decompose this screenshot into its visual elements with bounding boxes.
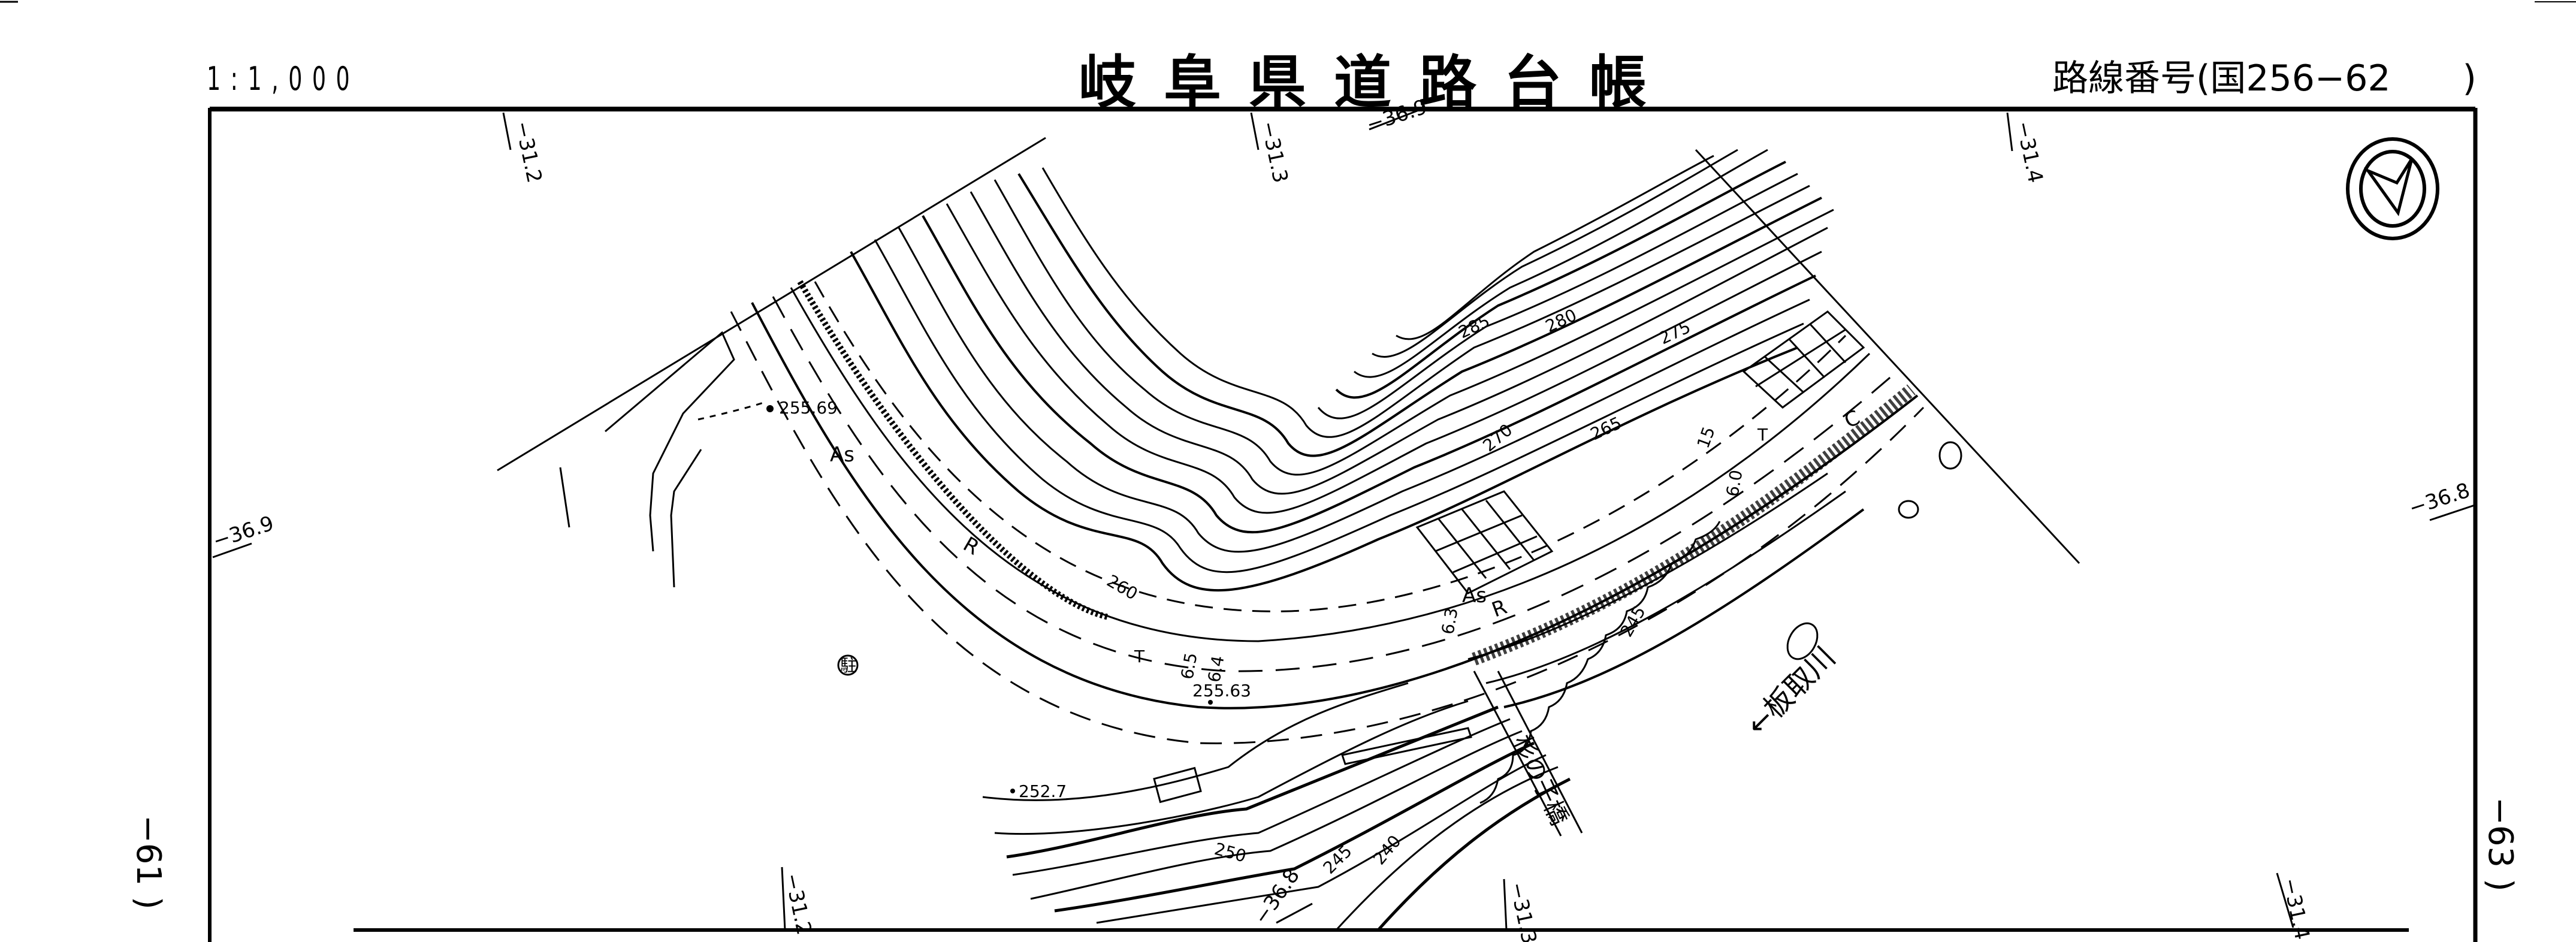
road-label: R: [1488, 595, 1510, 623]
contour-label: 280: [1542, 305, 1580, 336]
north-arrow-icon: [2346, 137, 2439, 240]
boundary-lines: [497, 137, 2080, 588]
grid-label-right: −36.8: [2406, 478, 2472, 520]
marker-label: T: [1134, 647, 1145, 666]
surface-label: As: [830, 443, 854, 467]
parking-symbol-icon: 駐: [837, 654, 859, 676]
place-labels: 杉の子橋 ←板取川: [1508, 641, 1842, 830]
spot-height: 252.7: [1019, 781, 1067, 801]
contour-label: 250: [1212, 839, 1248, 866]
retaining-walls: [1153, 310, 1865, 804]
bridge-sugi-no-ko: [1341, 671, 1583, 837]
contour-labels: 285 280 275 270 265 260 250 245 245 240: [1104, 305, 1694, 878]
marker-label: T: [1757, 425, 1768, 445]
contour-label: 275: [1656, 317, 1693, 348]
grid-label-bottom: −31.4: [2278, 876, 2314, 942]
contour-label: 260: [1104, 570, 1141, 603]
contour-label: 240: [1369, 831, 1405, 868]
contours-upper: [850, 149, 1834, 592]
width-label: 6.0: [1722, 469, 1746, 499]
grid-labels: −31.2 −31.3 −36.9 −31.4 −36.9 −36.8 −31.…: [210, 95, 2472, 942]
width-label: 6.4: [1204, 654, 1228, 684]
contour-label: 285: [1455, 311, 1493, 342]
river-bank: [1479, 441, 1962, 804]
contours-lower: [982, 472, 1865, 931]
contour-label: 265: [1587, 413, 1624, 444]
map-scale: 1:1,000: [207, 60, 360, 98]
page-title: 岐阜県道路台帳: [1079, 49, 1674, 116]
parking-label: 駐: [840, 656, 857, 675]
width-label: 6.5: [1177, 651, 1201, 681]
grid-label-top: −31.4: [2011, 119, 2047, 185]
width-label: 6.3: [1438, 606, 1461, 636]
grid-label-bottom: −31.3: [1505, 880, 1541, 942]
grid-label-top: −31.2: [510, 119, 546, 185]
contour-label: 245: [1319, 841, 1356, 878]
road-label: R: [959, 532, 983, 560]
route-number: 路線番号(国256−62 ): [2052, 58, 2477, 99]
surface-label: As: [1462, 584, 1487, 608]
spot-height: 255.63: [1192, 681, 1251, 701]
grid-label-top: −31.3: [1256, 119, 1292, 185]
spot-height: 255.69: [779, 398, 838, 418]
grid-ticks: [212, 108, 2475, 931]
bridge-label: 杉の子橋: [1508, 731, 1573, 829]
road: [697, 280, 1925, 744]
grid-label-top: −36.9: [1363, 95, 1430, 137]
spot-heights: 255.69 255.63 252.7: [766, 398, 1251, 801]
